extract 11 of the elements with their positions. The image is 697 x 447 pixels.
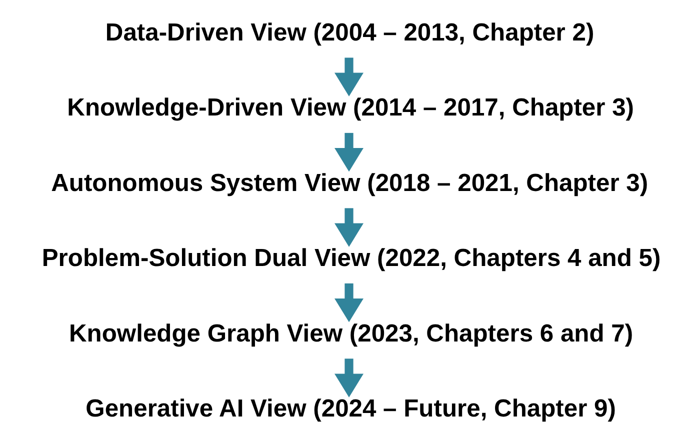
node-text: Data-Driven View (2004 – 2013, Chapter 2) bbox=[104, 19, 594, 46]
arrow bbox=[334, 132, 363, 172]
arrow bbox=[334, 58, 363, 96]
arrow bbox=[334, 283, 363, 322]
arrow bbox=[334, 358, 363, 398]
arrow bbox=[334, 208, 363, 247]
node-text: Knowledge-Driven View (2014 – 2017, Chapter 3) bbox=[66, 94, 634, 122]
node-text: Knowledge Graph View (2023, Chapters 6 and 7) bbox=[68, 320, 633, 348]
node-text: Autonomous System View (2018 – 2021, Chapter 3) bbox=[50, 170, 648, 197]
node-text: Generative AI View (2024 – Future, Chapter 9) bbox=[85, 396, 616, 423]
node-text: Problem-Solution Dual View (2022, Chapters 4 and 5) bbox=[41, 245, 660, 272]
